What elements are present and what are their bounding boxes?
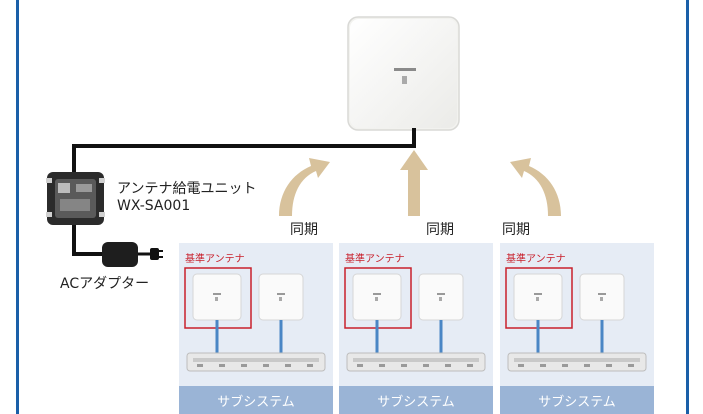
ac-adapter (102, 242, 163, 267)
subsystem-graphic (184, 267, 326, 372)
sync-label-right: 同期 (502, 222, 530, 238)
subsystem-graphic (344, 267, 486, 372)
subsystem-panel: 基準アンテナ サブシステム (179, 243, 333, 414)
subsystem-panel: 基準アンテナ サブシステム (339, 243, 493, 414)
ac-adapter-label: ACアダプター (60, 276, 150, 292)
sync-label-center: 同期 (426, 222, 454, 238)
master-device (347, 16, 460, 131)
frame-right-border (686, 0, 689, 414)
sync-arrow-center (400, 150, 428, 216)
feed-unit (46, 172, 105, 225)
sync-arrow-right (510, 158, 561, 216)
master-device-indicator (402, 76, 407, 84)
subsystem-graphic (505, 267, 647, 372)
master-device-logo (394, 68, 416, 71)
subsystem-footer: サブシステム (500, 386, 654, 414)
reference-antenna-label: 基準アンテナ (345, 254, 405, 265)
sync-arrow-left (279, 158, 330, 216)
reference-antenna-label: 基準アンテナ (185, 254, 245, 265)
reference-antenna-label: 基準アンテナ (506, 254, 566, 265)
frame-left-border (16, 0, 19, 414)
feed-unit-model: WX-SA001 (117, 198, 191, 214)
feed-unit-label: アンテナ給電ユニット (117, 181, 257, 197)
subsystem-footer: サブシステム (339, 386, 493, 414)
adapter-cable (72, 225, 104, 256)
subsystem-footer: サブシステム (179, 386, 333, 414)
sync-label-left: 同期 (290, 222, 318, 238)
subsystem-panel: 基準アンテナ サブシステム (500, 243, 654, 414)
power-cable (72, 128, 416, 172)
